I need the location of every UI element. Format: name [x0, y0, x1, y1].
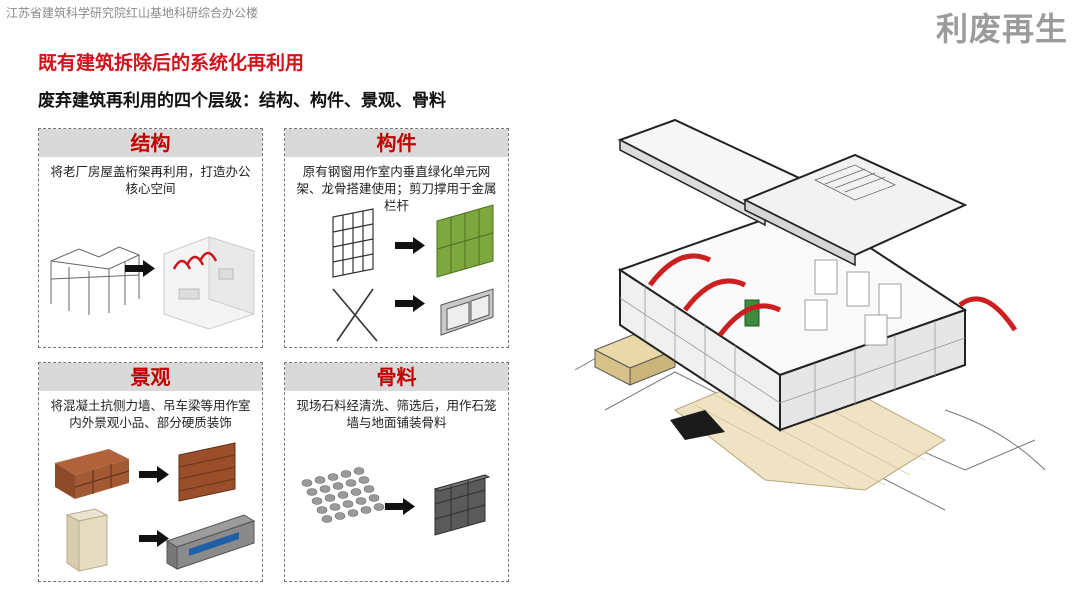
card-title: 构件 — [285, 129, 508, 157]
stone — [355, 497, 367, 505]
truss-skeleton-drawing — [50, 246, 141, 315]
stone — [316, 506, 328, 514]
stone — [324, 494, 336, 502]
exploded-roof — [617, 118, 968, 267]
stone — [311, 497, 323, 505]
stone — [340, 470, 352, 478]
stone — [321, 515, 333, 523]
brick-wall-drawing — [178, 442, 236, 502]
card-description: 将老厂房屋盖桁架再利用，打造办公核心空间 — [50, 164, 251, 196]
scissor-brace-drawing — [332, 288, 378, 342]
arrow-icon — [395, 295, 425, 312]
card-description: 将混凝土抗侧力墙、吊车梁等用作室内外景观小品、部分硬质装饰 — [50, 398, 251, 430]
arrow-icon — [139, 466, 169, 483]
section-title: 利废再生 — [935, 10, 1068, 48]
sub-heading: 废弃建筑再利用的四个层级：结构、构件、景观、骨料 — [38, 91, 446, 111]
stone — [342, 500, 354, 508]
metal-railing-drawing — [440, 288, 494, 336]
concrete-beam-drawing — [165, 514, 256, 570]
gabion-wall-drawing — [433, 474, 491, 536]
green-wall-drawing — [436, 204, 494, 278]
stone — [350, 488, 362, 496]
stone — [358, 476, 370, 484]
stone — [301, 479, 313, 487]
landscape-illustration — [55, 442, 256, 572]
stone — [345, 479, 357, 487]
stone-pile-drawing — [301, 467, 385, 523]
structure-illustration — [50, 236, 255, 330]
green-wall-unit — [744, 299, 760, 327]
card-title: 景观 — [39, 363, 262, 391]
stone — [368, 494, 380, 502]
card-title: 骨料 — [285, 363, 508, 391]
card-title: 结构 — [39, 129, 262, 157]
stone — [332, 482, 344, 490]
main-building — [617, 203, 968, 432]
stone — [334, 512, 346, 520]
arrow-icon — [139, 530, 169, 547]
red-truss-group — [648, 253, 1018, 337]
stone — [314, 476, 326, 484]
stone — [353, 467, 365, 475]
stair-element — [670, 410, 725, 440]
stone — [347, 509, 359, 517]
card-aggregate: 骨料 现场石料经清洗、筛选后，用作石笼墙与地面铺装骨料 — [284, 362, 509, 582]
building-with-truss-drawing — [163, 236, 255, 330]
card-description: 现场石料经清洗、筛选后，用作石笼墙与地面铺装骨料 — [296, 398, 497, 430]
stone — [319, 485, 331, 493]
brick-pile-drawing — [55, 449, 130, 499]
concrete-block-drawing — [65, 508, 109, 572]
aggregate-illustration — [301, 467, 491, 536]
stone — [337, 491, 349, 499]
stone — [363, 485, 375, 493]
stone — [327, 473, 339, 481]
axonometric-building-drawing — [574, 118, 1046, 511]
arrow-icon — [395, 237, 425, 254]
card-description: 原有钢窗用作室内垂直绿化单元网架、龙骨搭建使用；剪刀撑用于金属栏杆 — [296, 164, 497, 213]
stone — [306, 488, 318, 496]
steel-window-drawing — [332, 208, 374, 278]
stone — [329, 503, 341, 511]
stone — [373, 503, 385, 511]
main-heading: 既有建筑拆除后的系统化再利用 — [38, 52, 305, 74]
component-illustration — [332, 204, 494, 342]
card-landscape: 景观 将混凝土抗侧力墙、吊车梁等用作室内外景观小品、部分硬质装饰 — [38, 362, 263, 582]
project-label: 江苏省建筑科学研究院红山基地科研综合办公楼 — [6, 6, 259, 20]
card-structure: 结构 将老厂房屋盖桁架再利用，打造办公核心空间 — [38, 128, 263, 348]
card-component: 构件 原有钢窗用作室内垂直绿化单元网架、龙骨搭建使用；剪刀撑用于金属栏杆 — [284, 128, 509, 348]
arrow-icon — [125, 260, 155, 277]
stone — [360, 506, 372, 514]
arrow-icon — [385, 498, 415, 515]
